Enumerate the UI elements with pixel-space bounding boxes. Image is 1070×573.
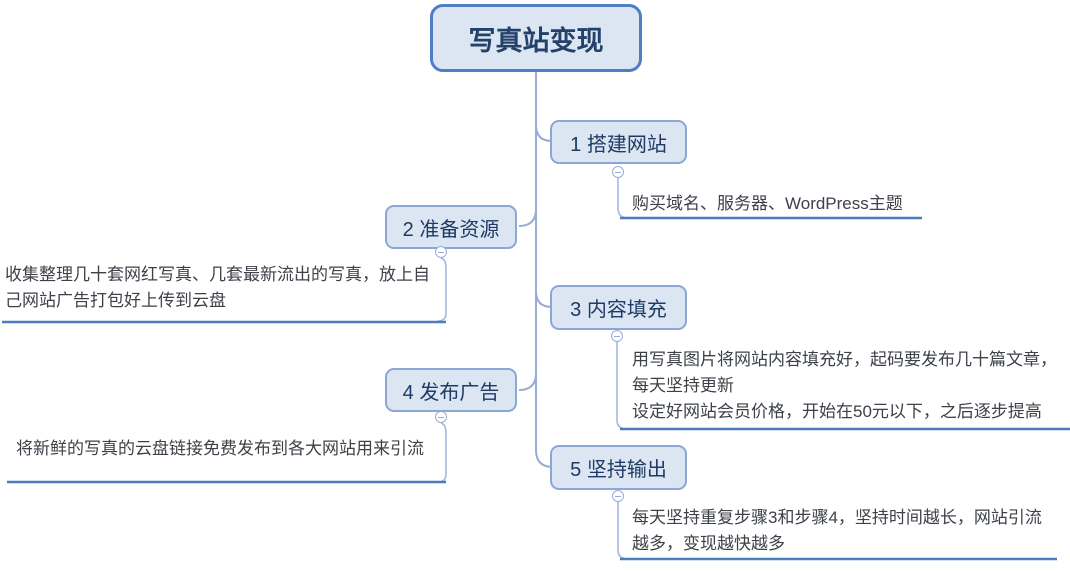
minus-icon [615, 495, 621, 497]
connector-child-4 [437, 422, 447, 483]
topic-3-label: 3 内容填充 [570, 299, 667, 321]
subtopic-note-4[interactable]: 将新鲜的写真的云盘链接免费发布到各大网站用来引流 [16, 439, 424, 458]
topic-2[interactable]: 2 准备资源 [385, 205, 517, 249]
root-topic[interactable]: 写真站变现 [430, 4, 642, 72]
collapse-button-3[interactable] [611, 330, 623, 342]
topic-1-label: 1 搭建网站 [570, 133, 667, 156]
subtopic-note-3[interactable]: 用写真图片将网站内容填充好，起码要发布几十篇文章， 每天坚持更新 设定好网站会员… [632, 350, 1057, 421]
root-topic-label: 写真站变现 [468, 25, 604, 56]
topic-5-label: 5 坚持输出 [570, 459, 667, 481]
subtopic-note-5[interactable]: 每天坚持重复步骤3和步骤4，坚持时间越长，网站引流 越多，变现越快越多 [632, 508, 1042, 553]
connector-child-1 [617, 178, 629, 219]
connector-child-5 [617, 502, 629, 560]
topic-5[interactable]: 5 坚持输出 [550, 445, 687, 490]
connector-branch-3 [535, 290, 553, 308]
subtopic-note-2[interactable]: 收集整理几十套网红写真、几套最新流出的写真，放上自 己网站广告打包好上传到云盘 [5, 265, 430, 310]
collapse-button-4[interactable] [435, 411, 447, 423]
minus-icon [438, 416, 444, 418]
topic-3[interactable]: 3 内容填充 [550, 285, 687, 330]
minus-icon [614, 335, 620, 337]
minus-icon [615, 171, 621, 173]
topic-2-label: 2 准备资源 [402, 218, 500, 241]
topic-4-label: 4 发布广告 [402, 381, 500, 404]
connector-child-3 [616, 342, 628, 430]
connector-branch-2 [518, 208, 537, 227]
topic-1[interactable]: 1 搭建网站 [550, 120, 687, 164]
subtopic-note-1[interactable]: 购买域名、服务器、WordPress主题 [632, 194, 903, 213]
spine-connector [535, 72, 554, 468]
topic-4[interactable]: 4 发布广告 [385, 368, 517, 412]
minus-icon [438, 251, 444, 253]
connector-child-2 [437, 257, 447, 322]
collapse-button-2[interactable] [435, 246, 447, 258]
connector-branch-4 [518, 372, 537, 391]
collapse-button-1[interactable] [612, 166, 624, 178]
connector-branch-1 [535, 124, 553, 142]
collapse-button-5[interactable] [612, 490, 624, 502]
